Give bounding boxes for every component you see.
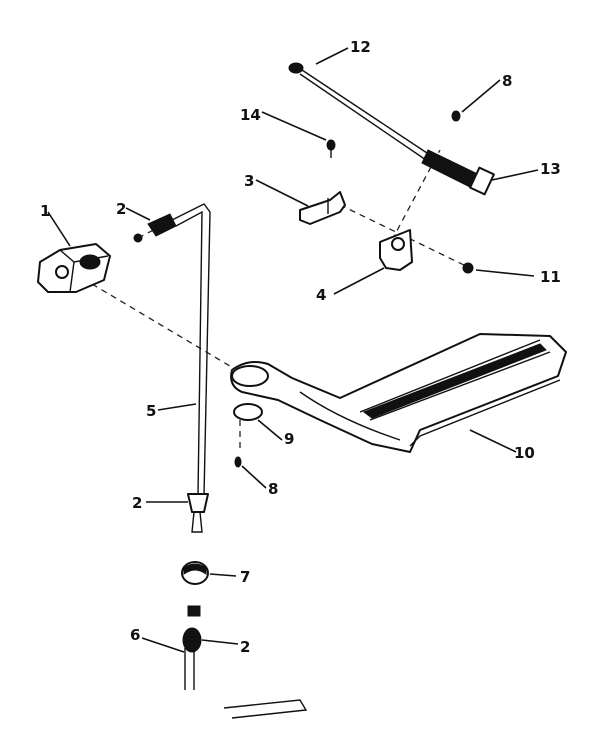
part-2-fitting-bottom <box>182 605 202 690</box>
part-5-gas-tube <box>171 203 211 497</box>
part-7-sleeve <box>181 561 209 585</box>
part-2-fitting-top <box>133 213 177 243</box>
callout-10: 10 <box>514 444 535 462</box>
callout-11: 11 <box>540 268 561 286</box>
callout-6: 6 <box>130 626 140 644</box>
callout-3: 3 <box>244 172 254 190</box>
part-10-burner <box>230 333 567 453</box>
part-1-valve-block <box>37 243 111 293</box>
base-outline <box>223 699 308 719</box>
callout-12: 13 <box>540 160 561 178</box>
part-3-bracket <box>299 191 346 225</box>
callout-7: 7 <box>240 568 250 586</box>
callout-4: 4 <box>316 286 326 304</box>
callout-5: 5 <box>146 402 156 420</box>
callout-8-lower: 8 <box>268 480 278 498</box>
callout-2-bottom: 2 <box>240 638 250 656</box>
callout-2-top: 2 <box>116 200 126 218</box>
part-2-fitting-middle <box>187 493 209 533</box>
leader-lines <box>47 47 539 653</box>
callouts: 12 8 14 13 3 1 2 4 11 5 9 10 8 2 7 6 2 <box>40 38 561 656</box>
part-12-electrode <box>299 69 495 196</box>
callout-2-middle: 2 <box>132 494 142 512</box>
callout-9: 9 <box>284 430 294 448</box>
part-14-screw <box>326 139 336 158</box>
part-13-screw <box>288 62 304 74</box>
callout-13: 12 <box>350 38 371 56</box>
part-11-nut <box>462 262 474 274</box>
part-9-cap <box>233 403 263 421</box>
part-8-screw-lower <box>234 456 242 468</box>
callout-8-upper: 8 <box>502 72 512 90</box>
callout-14: 14 <box>240 106 261 124</box>
part-8-screw-upper <box>451 110 461 122</box>
part-4-bracket <box>379 229 413 271</box>
callout-1: 1 <box>40 202 50 220</box>
